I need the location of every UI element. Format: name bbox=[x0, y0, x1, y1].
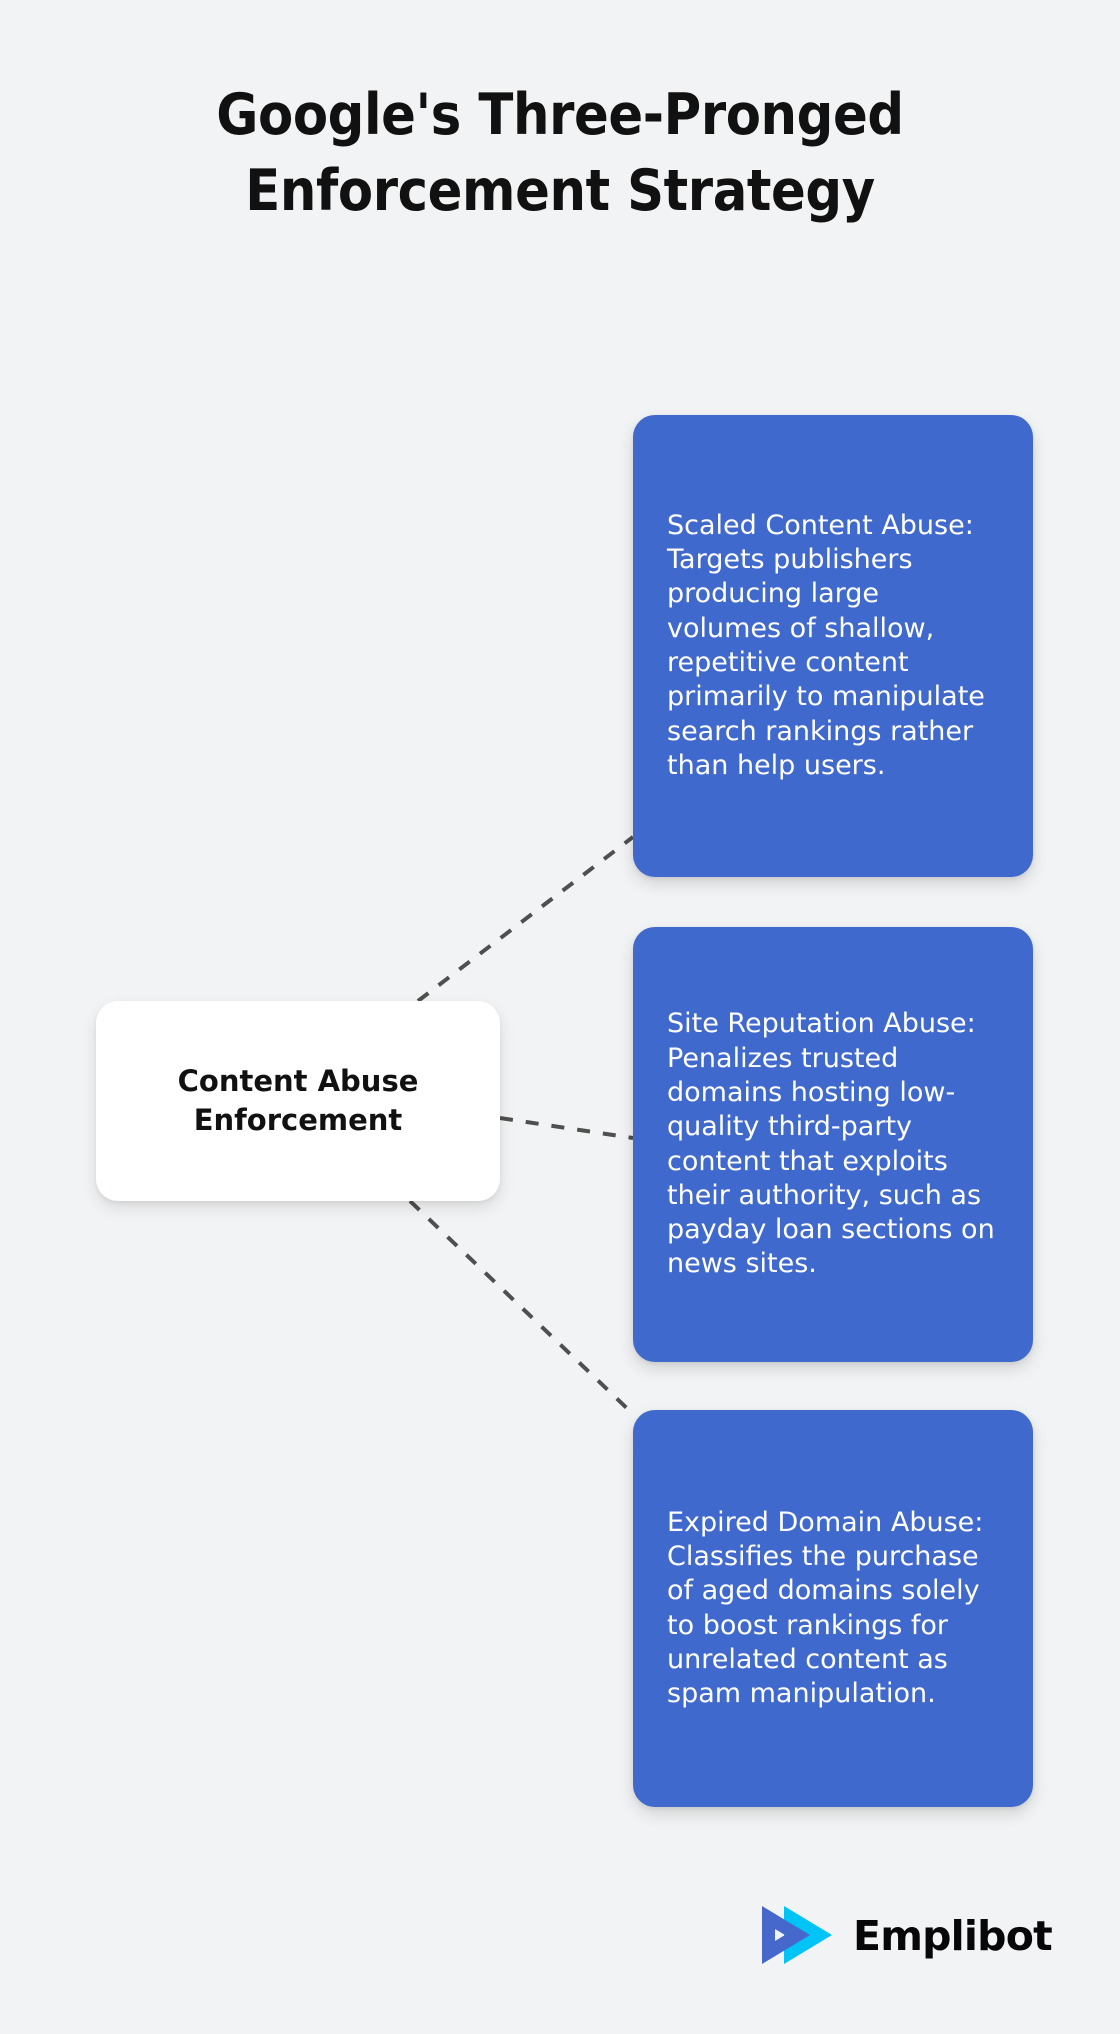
connector-hub-to-branch-1 bbox=[416, 835, 635, 1003]
hub-node[interactable]: Content Abuse Enforcement bbox=[96, 1001, 500, 1201]
brand-name: Emplibot bbox=[853, 1911, 1053, 1960]
branch-card-scaled-content-abuse[interactable]: Scaled Content Abuse: Targets publishers… bbox=[633, 415, 1033, 877]
connector-hub-to-branch-3 bbox=[408, 1199, 635, 1416]
branch-card-text: Expired Domain Abuse: Classifies the pur… bbox=[667, 1506, 984, 1710]
brand-logo: Emplibot bbox=[758, 1904, 1053, 1966]
page-title: Google's Three-Pronged Enforcement Strat… bbox=[216, 82, 904, 224]
double-play-triangle-icon bbox=[762, 1906, 832, 1964]
connector-hub-to-branch-2 bbox=[499, 1116, 634, 1140]
hub-node-label: Content Abuse Enforcement bbox=[177, 1064, 419, 1137]
branch-card-text: Scaled Content Abuse: Targets publishers… bbox=[667, 509, 985, 781]
branch-card-expired-domain-abuse[interactable]: Expired Domain Abuse: Classifies the pur… bbox=[633, 1410, 1033, 1807]
branch-card-site-reputation-abuse[interactable]: Site Reputation Abuse: Penalizes trusted… bbox=[633, 927, 1033, 1362]
branch-card-text: Site Reputation Abuse: Penalizes trusted… bbox=[667, 1008, 995, 1280]
